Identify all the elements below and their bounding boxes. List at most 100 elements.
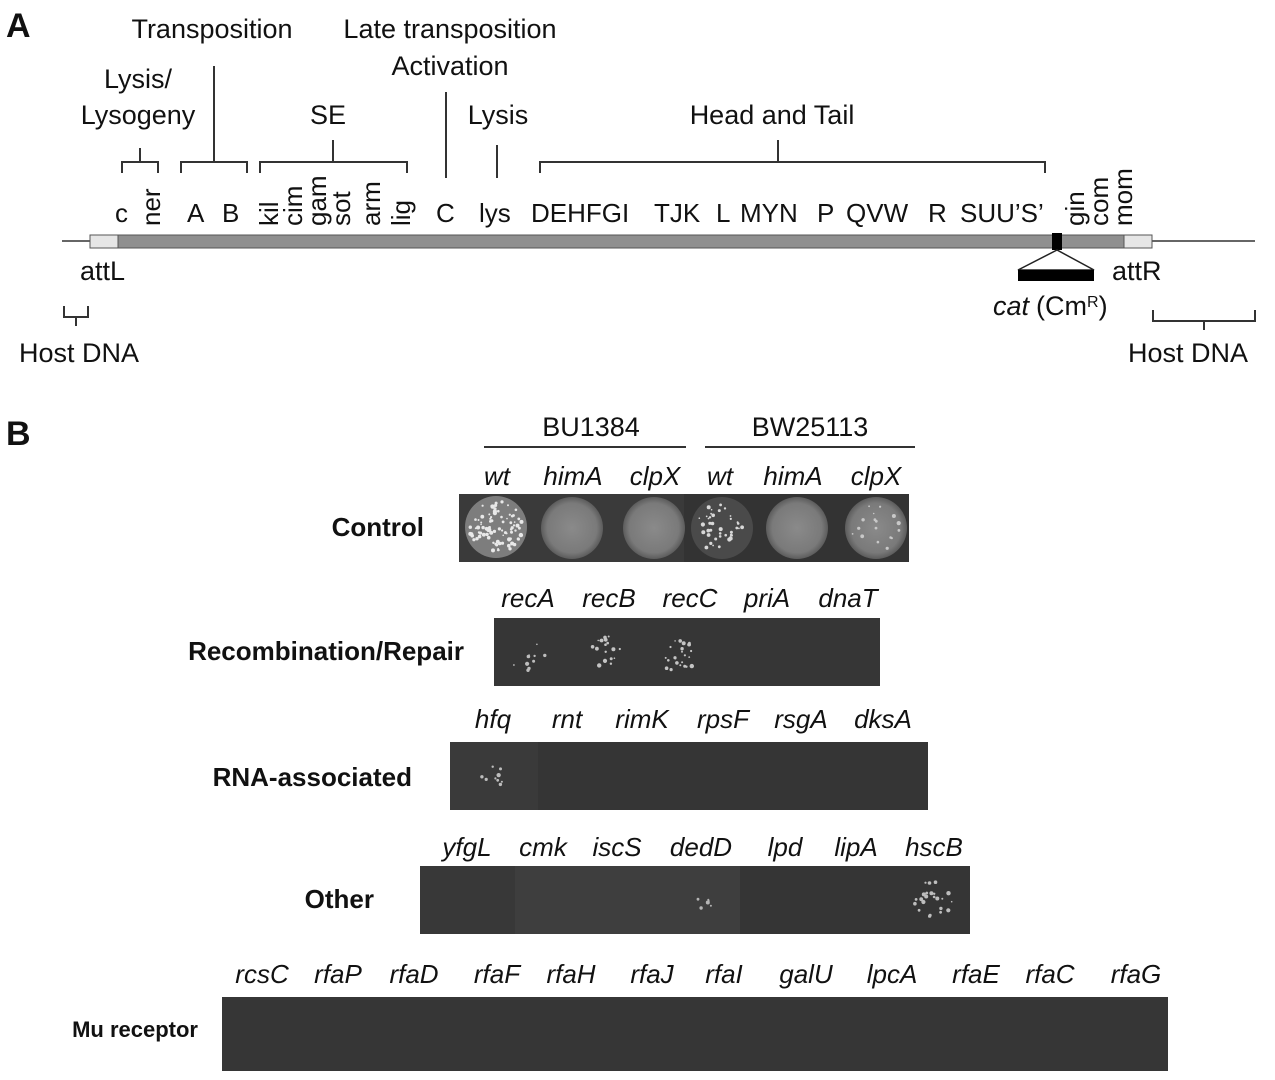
plaque (611, 647, 616, 652)
plaque (718, 535, 722, 538)
gene-com: com (1084, 177, 1114, 226)
cat-cassette (1018, 270, 1094, 281)
plaque (688, 656, 691, 658)
gene-SUUS: SUU’S’ (960, 198, 1044, 228)
gene-gam: gam (302, 175, 332, 226)
plaque (946, 908, 951, 913)
plaque (664, 666, 669, 670)
plaque (489, 517, 492, 520)
plaque (876, 540, 880, 544)
plaque (696, 897, 700, 901)
plaque (477, 534, 482, 539)
other-plate-part-1 (515, 866, 740, 934)
rna-gene-labels: hfq rnt rimK rpsF rsgA dksA (475, 704, 912, 734)
plaque (913, 901, 917, 906)
plaque (514, 529, 517, 532)
recombination-row-label: Recombination/Repair (188, 636, 464, 666)
plaque (528, 654, 530, 656)
other-plaques (696, 880, 953, 918)
panel-b-letter: B (6, 415, 31, 453)
control-spot-5 (766, 497, 828, 559)
plaque (497, 509, 500, 513)
other-row-label: Other (305, 884, 374, 914)
control-spot-2 (541, 497, 603, 559)
cm-open: (Cm (1036, 291, 1087, 321)
plaque (525, 661, 530, 666)
plaque (935, 896, 940, 901)
plaque (729, 515, 732, 517)
mu-gene-9: lpcA (867, 959, 918, 989)
other-gene-6: lipA (834, 832, 877, 862)
plaque (678, 639, 682, 643)
plaque (681, 641, 686, 646)
plaque (924, 894, 929, 899)
plaque (717, 509, 721, 513)
plaque (513, 664, 515, 666)
rna-row-label: RNA-associated (213, 762, 412, 792)
plaque (667, 659, 670, 662)
attL-box (89, 234, 119, 249)
plaque (679, 664, 682, 667)
gene-R: R (928, 198, 947, 228)
rna-gene-6: dksA (854, 704, 912, 734)
gene-C: C (436, 198, 455, 228)
plaque (727, 537, 732, 542)
plaque (680, 647, 684, 651)
plaque (711, 513, 715, 518)
recombination-gene-labels: recA recB recC priA dnaT (501, 583, 879, 613)
plaque (709, 541, 713, 546)
gene-DEHFGI: DEHFGI (531, 198, 629, 228)
mu-gene-4: rfaF (474, 959, 522, 989)
bracket-transposition (180, 66, 248, 173)
plaque (510, 541, 515, 546)
plaque (497, 527, 501, 531)
lysis-lysogeny-label-2: Lysogeny (81, 100, 196, 130)
plaque (489, 530, 494, 535)
gene-sot: sot (326, 191, 356, 226)
plaque (499, 767, 502, 771)
host-dna-left-bracket (63, 306, 89, 326)
other-gene-4: dedD (670, 832, 732, 862)
rna-gene-2: rnt (552, 704, 584, 734)
plaque (683, 654, 687, 657)
lysis-lysogeny-label-1: Lysis/ (104, 64, 173, 94)
plaque (481, 504, 484, 507)
plaque (921, 899, 926, 905)
recomb-gene-3: recC (663, 583, 718, 613)
rna-gene-3: rimK (615, 704, 670, 734)
plaque (669, 668, 673, 672)
plaque (512, 514, 515, 517)
mu-gene-10: rfaE (952, 959, 1000, 989)
plaque (922, 899, 925, 902)
plaque (710, 521, 715, 526)
plaque (914, 898, 918, 901)
plaque (698, 517, 701, 519)
plaque (505, 532, 508, 535)
gene-P: P (817, 198, 834, 228)
plaque (710, 512, 712, 515)
plaque (933, 880, 938, 884)
gene-QVW: QVW (846, 198, 909, 228)
plaque (510, 526, 514, 530)
plaque (543, 653, 547, 658)
plaque (714, 537, 718, 541)
plaque (933, 892, 936, 895)
plaque (669, 645, 672, 649)
plaque (674, 657, 677, 660)
plaque (509, 521, 513, 525)
plaque (480, 775, 484, 779)
plaque (494, 542, 498, 546)
plaque (729, 530, 733, 534)
plaque (674, 640, 676, 642)
plaque (481, 525, 485, 530)
recombination-plaques (513, 635, 694, 672)
other-plate (420, 866, 970, 934)
plaque (609, 657, 613, 661)
plaque (851, 533, 854, 535)
plaque (861, 518, 865, 522)
attR-label: attR (1112, 256, 1162, 286)
plaque (606, 641, 609, 645)
plaque (595, 646, 599, 651)
plaque (501, 529, 504, 532)
cat-insertion-mark (1052, 233, 1062, 250)
